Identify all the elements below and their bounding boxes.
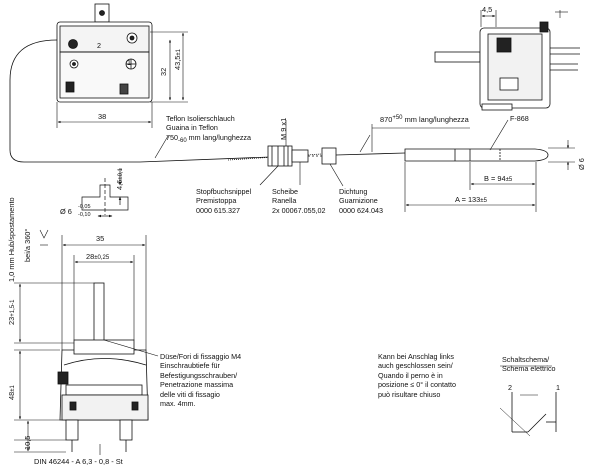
schalt-label: Schaltschema/ Schema elettrico bbox=[502, 355, 556, 374]
dim-shaft-height-value: 23 bbox=[7, 316, 16, 325]
stopf-label: Stopfbuchsnippel Premistoppa 0000 615.32… bbox=[196, 187, 251, 215]
dim-body-tol: ±1 bbox=[10, 385, 16, 392]
teflon-line3-suffix: mm lang/lunghezza bbox=[188, 132, 251, 142]
dim-cable-length-suffix: mm lang/lunghezza bbox=[404, 115, 469, 124]
dim-hole-depth: 4,6±0,1 bbox=[115, 168, 125, 190]
kann-line2: auch geschlossen sein/ bbox=[378, 361, 453, 371]
kann-line4: posizione ≤ 0° il contatto bbox=[378, 380, 456, 390]
kann-line3: Quando il perno è in bbox=[378, 370, 443, 380]
teflon-line1: Teflon Isolierschlauch bbox=[166, 114, 235, 123]
dim-front-inner: 28±0,25 bbox=[86, 253, 109, 262]
dim-b-value: B = 94 bbox=[484, 174, 506, 183]
switch-schematic bbox=[499, 365, 557, 437]
kann-line5: può risultare chiuso bbox=[378, 389, 441, 399]
dim-cable-length-tol: +50 bbox=[392, 115, 403, 121]
schalt-line1: Schaltschema/ bbox=[502, 355, 550, 364]
dim-body-height: 48±1 bbox=[7, 385, 17, 400]
dichtung-line1: Dichtung bbox=[339, 187, 368, 196]
dim-height-43-5-value: 43,5 bbox=[173, 55, 182, 70]
hole-detail bbox=[81, 168, 129, 218]
dim-bolt-dia: Ø 6 bbox=[60, 207, 72, 216]
dim-hole-depth-value: 4,6 bbox=[115, 179, 124, 190]
dichtung-label: Dichtung Guarnizione 0000 624.043 bbox=[339, 187, 383, 215]
dim-base-height: 10,5 bbox=[23, 435, 32, 450]
angle-label: bei/a 360° bbox=[23, 228, 32, 262]
dim-bulb-dia: Ø 6 bbox=[577, 158, 586, 170]
duese-line3: Befestigungsschrauben/ bbox=[160, 370, 238, 380]
thermostat-top-view bbox=[9, 3, 153, 163]
thermostat-side-view bbox=[434, 10, 580, 111]
terminal-1: 1 bbox=[556, 383, 560, 392]
dim-b: B = 94±5 bbox=[484, 175, 512, 184]
kann-line1: Kann bei Anschlag links bbox=[378, 352, 454, 361]
dim-bolt-tol-lower: -0,10 bbox=[78, 212, 91, 218]
scheibe-line1: Scheibe bbox=[272, 187, 298, 196]
dim-front-inner-tol: ±0,25 bbox=[94, 255, 110, 261]
teflon-line3: 750-60 mm lang/lunghezza bbox=[166, 133, 251, 144]
dim-b-tol: ±5 bbox=[505, 177, 513, 183]
capillary-assembly bbox=[139, 119, 575, 212]
dim-front-width: 35 bbox=[96, 234, 105, 243]
din-label: DIN 46244 - A 6,3 - 0,8 - St bbox=[34, 457, 123, 466]
dim-height-32: 32 bbox=[159, 67, 168, 76]
kann-label: Kann bei Anschlag links auch geschlossen… bbox=[378, 352, 456, 399]
teflon-line2: Guaina in Teflon bbox=[166, 123, 218, 133]
dim-cable-length-value: 870 bbox=[380, 115, 393, 124]
teflon-line3-value: 750 bbox=[166, 132, 178, 142]
label-f868: F-868 bbox=[510, 114, 529, 123]
dim-a-tol: ±5 bbox=[480, 198, 487, 204]
dim-hole-depth-tol: ±0,1 bbox=[118, 168, 124, 180]
dim-front-inner-value: 28 bbox=[86, 252, 95, 261]
thermostat-front-view bbox=[57, 282, 149, 452]
dim-side-depth: 4,5 bbox=[482, 5, 493, 14]
dim-cable-length: 870+50 mm lang/lunghezza bbox=[380, 115, 469, 125]
front-view-dimensions bbox=[14, 229, 159, 455]
dichtung-line3: 0000 624.043 bbox=[339, 205, 383, 215]
duese-line1: Düse/Fori di fissaggio M4 bbox=[160, 352, 242, 361]
teflon-line3-tol: -60 bbox=[178, 137, 187, 144]
scheibe-line2: Ranella bbox=[272, 196, 297, 206]
duese-line6: max. 4mm. bbox=[160, 399, 196, 409]
terminal-2: 2 bbox=[508, 383, 512, 392]
dichtung-line2: Guarnizione bbox=[339, 196, 378, 206]
stopf-line3: 0000 615.327 bbox=[196, 205, 240, 215]
scheibe-label: Scheibe Ranella 2x 00067.055,02 bbox=[272, 187, 326, 215]
dim-bolt-tol-upper: -0,05 bbox=[78, 204, 91, 210]
dim-shaft-tol-lower: -1 bbox=[10, 299, 16, 305]
duese-line4: Penetrazione massima bbox=[160, 380, 234, 390]
stopf-line1: Stopfbuchsnippel bbox=[196, 187, 252, 196]
stroke-label: 1,0 mm Hub/spostamento bbox=[7, 197, 16, 282]
duese-line2: Einschraubtiefe für bbox=[160, 361, 220, 371]
schalt-line2: Schema elettrico bbox=[502, 364, 556, 374]
teflon-label: Teflon Isolierschlauch Guaina in Teflon … bbox=[166, 114, 251, 144]
scheibe-line3: 2x 00067.055,02 bbox=[272, 205, 326, 215]
dim-height-43-5: 43,5±1 bbox=[173, 48, 183, 70]
top-view-dimensions bbox=[56, 31, 188, 128]
dim-cable-thread: M 9 x1 bbox=[279, 117, 288, 140]
duese-line5: delle viti di fissagio bbox=[160, 389, 220, 399]
dim-a: A = 133±5 bbox=[455, 196, 487, 205]
dial-mark-left: 2 bbox=[97, 41, 101, 50]
dim-height-43-5-tol: ±1 bbox=[176, 48, 182, 56]
dim-top-width: 38 bbox=[98, 112, 107, 121]
dial-mark-right: 1 bbox=[127, 58, 131, 67]
stopf-line2: Premistoppa bbox=[196, 196, 237, 206]
duese-label: Düse/Fori di fissaggio M4 Einschraubtief… bbox=[160, 352, 241, 408]
dim-a-value: A = 133 bbox=[455, 195, 481, 204]
dim-shaft-height: 23+1,5-1 bbox=[7, 299, 17, 325]
dim-body-height-value: 48 bbox=[7, 391, 16, 400]
dim-shaft-tol-upper: +1,5 bbox=[10, 304, 16, 317]
